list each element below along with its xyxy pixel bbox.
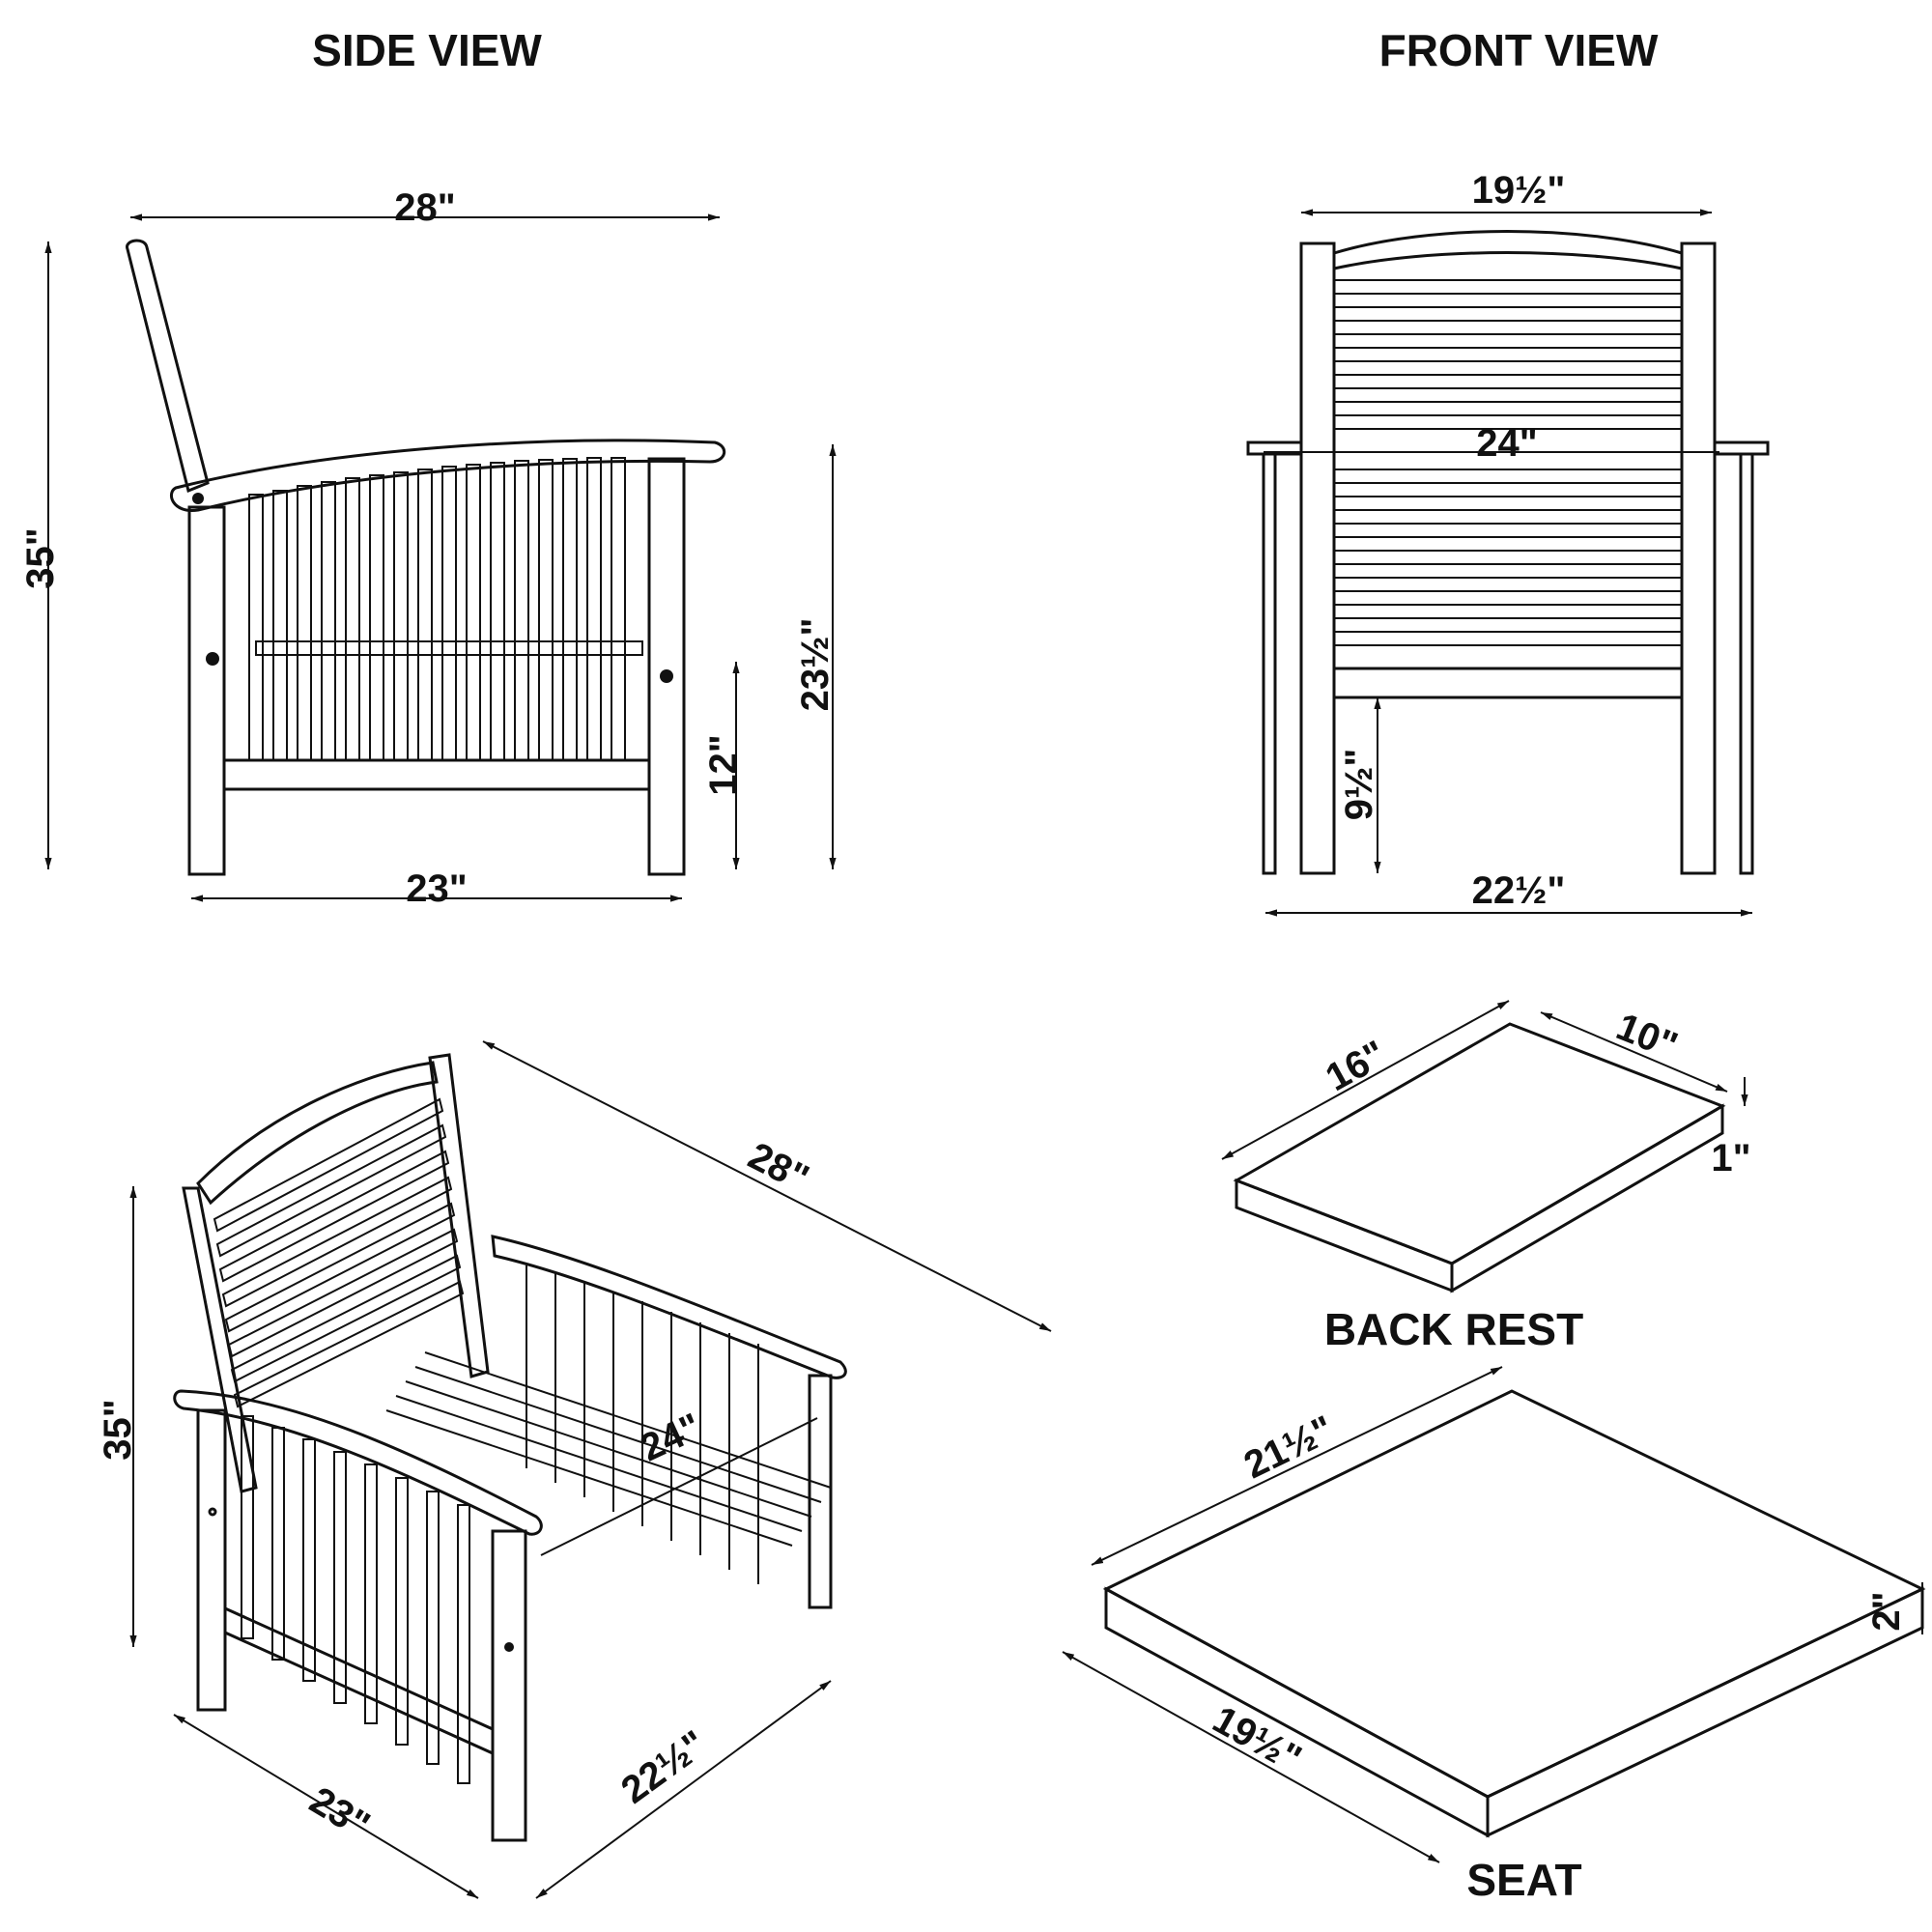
- side-spindles: [248, 457, 626, 761]
- iso-rear-bolt: [208, 1507, 217, 1517]
- seat-length-label: 21½": [1237, 1407, 1340, 1487]
- side-overall-depth-label: 28": [394, 186, 455, 229]
- side-front-bolt: [660, 669, 673, 683]
- front-view-title: FRONT VIEW: [1379, 25, 1659, 75]
- back-rest-side-face: [1450, 1103, 1724, 1293]
- iso-base-depth-dimension-line: [173, 1714, 479, 1899]
- front-back-slats: [1333, 279, 1683, 646]
- side-rear-leg: [187, 505, 226, 876]
- side-armrest-bolt: [192, 493, 204, 504]
- iso-base-depth-label: 23": [302, 1779, 377, 1847]
- iso-left-rear-leg: [196, 1408, 227, 1712]
- seat-thickness-label: 2": [1865, 1591, 1908, 1631]
- side-view: SIDE VIEW 28" 35": [19, 25, 837, 910]
- side-bottom-rail: [222, 758, 651, 791]
- iso-left-armrest: [173, 1389, 543, 1536]
- front-left-post: [1299, 242, 1336, 875]
- iso-bottom-rail: [223, 1605, 495, 1756]
- front-arm-width-label: 24": [1476, 422, 1537, 465]
- side-seat-rail: [255, 640, 643, 656]
- front-seat-width-label: 19½": [1472, 169, 1566, 212]
- front-seat-rail: [1332, 667, 1684, 699]
- side-overall-height-label: 35": [19, 527, 62, 588]
- front-top-rail: [1332, 230, 1684, 270]
- front-left-front-leg: [1262, 452, 1277, 875]
- back-rest-thickness-label: 1": [1711, 1137, 1750, 1179]
- side-arm-height-label: 23½": [794, 618, 837, 712]
- iso-right-front-leg: [808, 1374, 833, 1609]
- back-rest-label: BACK REST: [1324, 1304, 1583, 1354]
- front-right-front-leg: [1739, 452, 1754, 875]
- iso-left-front-leg: [491, 1529, 527, 1842]
- iso-seat-slats: [385, 1351, 832, 1547]
- iso-back-left-post: [182, 1186, 258, 1493]
- side-view-title: SIDE VIEW: [312, 25, 542, 75]
- front-seat-clearance-label: 9½": [1338, 749, 1380, 821]
- side-armrest: [170, 439, 725, 512]
- iso-left-spindles: [241, 1415, 470, 1784]
- seat-cushion: 21½" 19½" 2" SEAT: [1062, 1366, 1926, 1905]
- front-right-arm: [1713, 440, 1770, 456]
- back-rest-width-dimension-line: [1540, 1011, 1728, 1093]
- side-seat-height-label: 12": [702, 734, 745, 795]
- back-rest-front-face: [1235, 1178, 1454, 1293]
- back-rest-width-label: 10": [1610, 1006, 1683, 1068]
- iso-right-armrest: [491, 1235, 847, 1379]
- back-rest-length-dimension-line: [1221, 1000, 1510, 1160]
- back-rest-cushion: 16" 10" 1" BACK REST: [1221, 1000, 1751, 1354]
- front-view: FRONT VIEW 19½": [1246, 25, 1770, 917]
- seat-label: SEAT: [1466, 1855, 1581, 1905]
- side-front-leg: [647, 457, 686, 876]
- iso-depth-label: 28": [742, 1134, 816, 1200]
- seat-width-dimension-line: [1062, 1651, 1440, 1863]
- back-rest-length-label: 16": [1319, 1033, 1393, 1099]
- front-base-width-label: 22½": [1472, 869, 1566, 912]
- iso-back-slats: [213, 1097, 465, 1408]
- side-backrest: [126, 239, 210, 494]
- seat-length-dimension-line: [1091, 1366, 1503, 1566]
- front-right-post: [1680, 242, 1717, 875]
- isometric-view: 35" 28": [97, 1040, 1052, 1899]
- iso-right-spindles: [526, 1265, 759, 1584]
- seat-side-face: [1486, 1586, 1924, 1838]
- iso-height-label: 35": [97, 1399, 139, 1460]
- iso-base-width-dimension-line: [535, 1680, 832, 1899]
- side-leg-depth-label: 23": [406, 867, 467, 910]
- iso-back-right-post: [428, 1053, 490, 1378]
- iso-back-top-rail: [196, 1061, 439, 1206]
- iso-depth-dimension-line: [482, 1040, 1052, 1332]
- iso-width-dimension-line: [540, 1417, 818, 1556]
- side-rear-bolt: [206, 652, 219, 666]
- iso-front-bolt: [504, 1642, 514, 1652]
- iso-base-width-label: 22½": [613, 1722, 714, 1812]
- seat-front-face: [1104, 1586, 1490, 1838]
